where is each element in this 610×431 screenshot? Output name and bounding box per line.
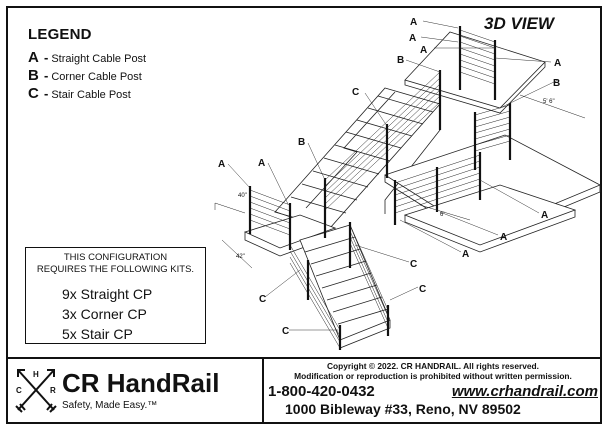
callout-b: B — [397, 55, 404, 66]
legend-label: Corner Cable Post — [51, 71, 142, 83]
website-link[interactable]: www.crhandrail.com — [451, 383, 598, 400]
dimension-lines — [214, 94, 586, 269]
legend-item-b: B - Corner Cable Post — [28, 67, 146, 85]
callout-a: A — [462, 249, 469, 260]
title-block-divider — [262, 357, 264, 424]
dimension-5ft6-in: 5' 6" — [543, 99, 555, 105]
reproduction-notice: Modification or reproduction is prohibit… — [294, 371, 572, 381]
crossed-arrows-logo-icon: C H R — [15, 369, 57, 413]
legend-title: LEGEND — [28, 26, 92, 43]
tagline: Safety, Made Easy.™ — [62, 400, 158, 411]
logo-letter-h: H — [33, 370, 39, 379]
kits-heading-line: THIS CONFIGURATION — [63, 252, 168, 263]
callout-a: A — [409, 33, 416, 44]
legend-item-c: C - Stair Cable Post — [28, 85, 146, 103]
callout-a: A — [554, 58, 561, 69]
dimension-40-in: 40" — [238, 193, 247, 199]
brand-name: CR HandRail — [62, 368, 220, 398]
callout-b: B — [553, 78, 560, 89]
legend-item-a: A - Straight Cable Post — [28, 49, 146, 67]
legend: LEGEND A - Straight Cable Post B - Corne… — [28, 26, 146, 103]
callout-c: C — [410, 259, 417, 270]
kits-box: THIS CONFIGURATION REQUIRES THE FOLLOWIN… — [25, 247, 206, 344]
copyright-notice: Copyright © 2022. CR HANDRAIL. All right… — [326, 361, 540, 371]
cable-railing — [249, 29, 511, 349]
kits-list: 9x Straight CP 3x Corner CP 5x Stair CP — [26, 284, 205, 344]
legend-label: Stair Cable Post — [51, 89, 131, 101]
callout-c: C — [419, 284, 426, 295]
stair-structure — [243, 31, 601, 349]
legend-key: A — [28, 49, 39, 66]
legend-dash: - — [44, 50, 49, 65]
brand-block: C H R CR HandRail Safety, Made Easy.™ — [14, 364, 260, 420]
dimension-42-in: 42" — [236, 254, 245, 260]
kits-heading-line: REQUIRES THE FOLLOWING KITS. — [36, 264, 195, 275]
contact-block: Copyright © 2022. CR HANDRAIL. All right… — [268, 361, 598, 417]
callout-c: C — [259, 294, 266, 305]
legend-dash: - — [44, 86, 49, 101]
kit-item: 5x Stair CP — [62, 326, 133, 342]
callout-a: A — [258, 158, 265, 169]
callout-a: A — [541, 210, 548, 221]
callout-a: A — [500, 232, 507, 243]
legend-dash: - — [44, 68, 49, 83]
kit-item: 9x Straight CP — [62, 286, 153, 302]
logo-letter-c: C — [16, 386, 22, 395]
legend-key: C — [28, 85, 39, 102]
callout-c: C — [282, 326, 289, 337]
title-block — [6, 357, 602, 424]
kits-heading: THIS CONFIGURATION REQUIRES THE FOLLOWIN… — [26, 248, 205, 276]
callout-a: A — [218, 159, 225, 170]
view-title: 3D VIEW — [484, 14, 554, 33]
callout-leaders — [227, 20, 559, 331]
callout-a: A — [420, 45, 427, 56]
logo-letter-r: R — [50, 386, 56, 395]
posts — [248, 26, 512, 350]
kit-item: 3x Corner CP — [62, 306, 147, 322]
sheet-border — [6, 6, 602, 424]
callout-a: A — [410, 17, 417, 28]
phone-number: 1-800-420-0432 — [268, 383, 375, 400]
phone-website-row: 1-800-420-0432 www.crhandrail.com — [268, 383, 598, 400]
callout-b: B — [298, 137, 305, 148]
legend-label: Straight Cable Post — [51, 53, 147, 65]
callout-c: C — [352, 87, 359, 98]
dimension-6-ft: 6' — [440, 212, 444, 218]
address: 1000 Bibleway #33, Reno, NV 89502 — [285, 401, 521, 417]
legend-key: B — [28, 67, 39, 84]
